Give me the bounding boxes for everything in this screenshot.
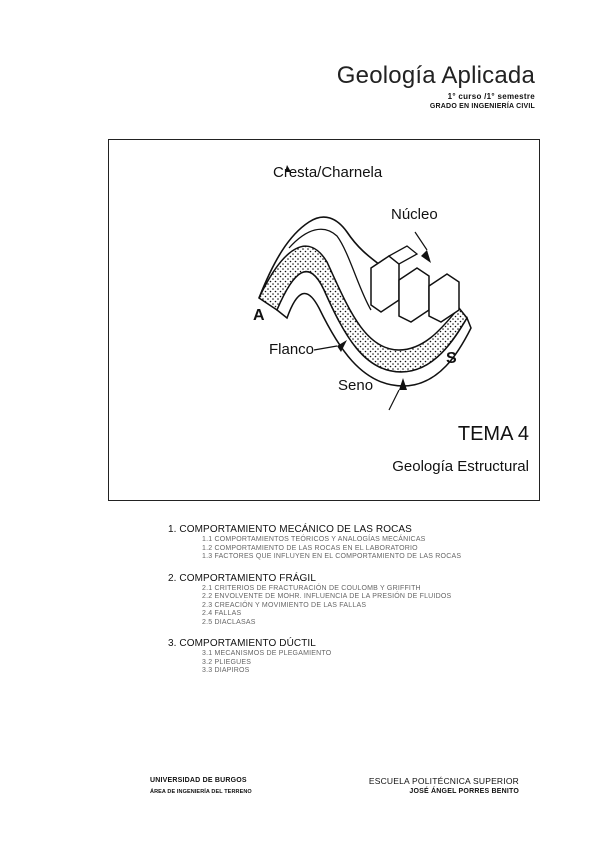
label-a: A xyxy=(253,307,265,324)
toc-section-title: 3. COMPORTAMIENTO DÚCTIL xyxy=(168,638,316,649)
label-cresta: Cresta/Charnela xyxy=(273,164,383,181)
tema-title: Geología Estructural xyxy=(392,458,529,475)
tema-number: TEMA 4 xyxy=(457,423,529,445)
cover-figure-frame: Cresta/Charnela Núcleo A Flanco S Seno T… xyxy=(108,139,540,501)
toc-item: 3.2 PLIEGUES xyxy=(202,658,252,666)
label-flanco: Flanco xyxy=(269,341,315,358)
header-degree: GRADO EN INGENIERÍA CIVIL xyxy=(429,103,535,110)
toc-section: 1. COMPORTAMIENTO MECÁNICO DE LAS ROCAS … xyxy=(168,523,548,562)
table-of-contents: 1. COMPORTAMIENTO MECÁNICO DE LAS ROCAS … xyxy=(168,523,548,686)
toc-item: 2.4 FALLAS xyxy=(202,610,242,617)
toc-item: 1.2 COMPORTAMIENTO DE LAS ROCAS EN EL LA… xyxy=(202,544,418,552)
toc-item: 2.3 CREACIÓN Y MOVIMIENTO DE LAS FALLAS xyxy=(202,601,367,609)
toc-section-title: 1. COMPORTAMIENTO MECÁNICO DE LAS ROCAS xyxy=(168,524,412,535)
label-nucleo: Núcleo xyxy=(391,206,438,223)
toc-item: 2.1 CRITERIOS DE FRACTURACIÓN DE COULOMB… xyxy=(202,584,421,592)
footer-area: ÁREA DE INGENIERÍA DEL TERRENO xyxy=(150,789,252,795)
footer-school: ESCUELA POLITÉCNICA SUPERIOR xyxy=(368,776,519,786)
toc-section: 3. COMPORTAMIENTO DÚCTIL 3.1 MECANISMOS … xyxy=(168,637,548,676)
fold-illustration xyxy=(258,165,472,411)
toc-section: 2. COMPORTAMIENTO FRÁGIL 2.1 CRITERIOS D… xyxy=(168,572,548,628)
label-seno: Seno xyxy=(338,377,374,394)
toc-item: 2.2 ENVOLVENTE DE MOHR. INFLUENCIA DE LA… xyxy=(202,593,452,600)
toc-item: 2.5 DIACLASAS xyxy=(202,618,256,626)
toc-item: 1.3 FACTORES QUE INFLUYEN EN EL COMPORTA… xyxy=(202,553,462,560)
label-s: S xyxy=(446,350,457,367)
toc-item: 3.1 MECANISMOS DE PLEGAMIENTO xyxy=(202,650,332,657)
toc-item: 3.3 DIAPIROS xyxy=(202,667,250,674)
toc-item: 1.1 COMPORTAMIENTOS TEÓRICOS Y ANALOGÍAS… xyxy=(202,536,426,543)
header-title: Geología Aplicada xyxy=(336,62,535,89)
header-course: 1° curso /1° semestre xyxy=(447,92,535,101)
toc-section-title: 2. COMPORTAMIENTO FRÁGIL xyxy=(168,572,316,584)
footer-author: JOSÉ ÁNGEL PORRES BENITO xyxy=(409,788,519,795)
footer-university: UNIVERSIDAD DE BURGOS xyxy=(150,777,247,784)
